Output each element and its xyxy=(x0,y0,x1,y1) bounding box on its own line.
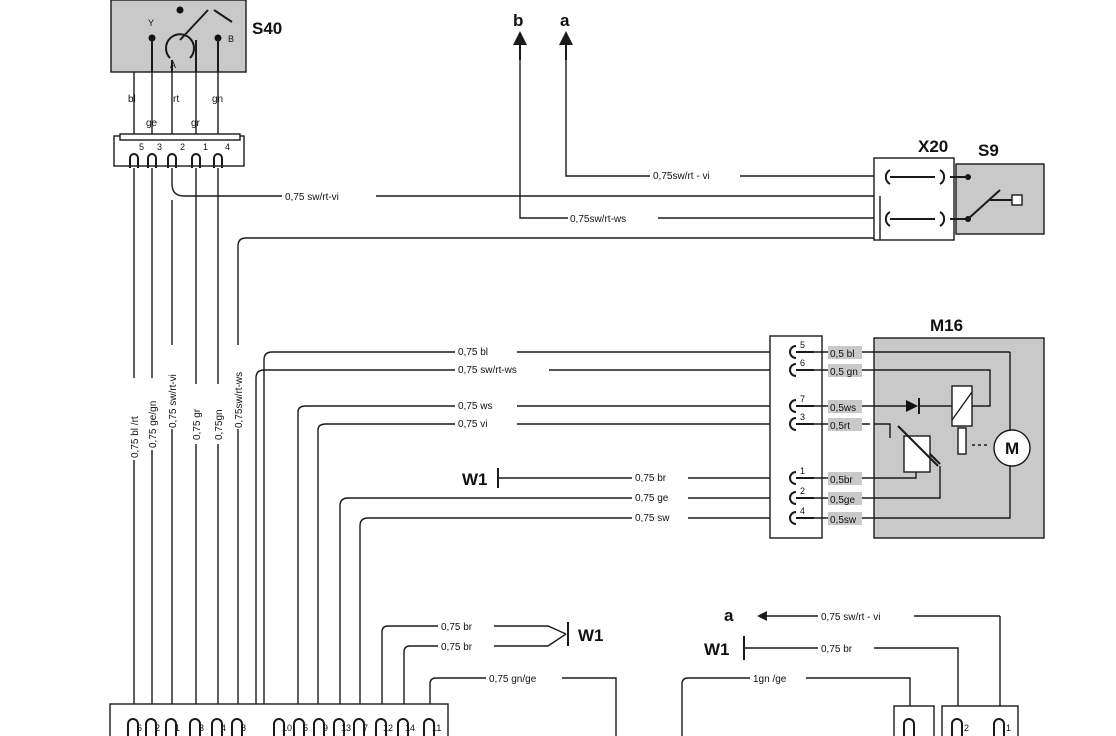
vlabel-gn: 0,75gn xyxy=(214,409,225,440)
vlabel-sw-rt-ws: 0,75sw/rt-ws xyxy=(234,372,245,428)
s40-terminal-b: B xyxy=(228,34,234,44)
label-bottom-br1: 0,75 br xyxy=(441,622,473,633)
bottom-pin-11: 11 xyxy=(432,723,441,733)
s9-label: S9 xyxy=(978,141,999,160)
vlabel-sw-rt-vi: 0,75 sw/rt-vi xyxy=(168,374,179,428)
vlabel-gr: 0,75 gr xyxy=(192,408,203,440)
bottom-pin-5: 5 xyxy=(303,723,308,733)
m16-pin-3: 3 xyxy=(800,412,805,422)
s40-label: S40 xyxy=(252,19,282,38)
m16-pin-5: 5 xyxy=(800,340,805,350)
s40-wire-gr: gr xyxy=(191,118,201,129)
top-connector-pin-2: 2 xyxy=(180,142,185,152)
s40-terminal-y: Y xyxy=(148,18,154,28)
ground-w1-mid-label: W1 xyxy=(462,470,488,489)
m16-connector: 5 6 7 3 1 2 4 xyxy=(769,335,823,539)
bottom-pin-12: 12 xyxy=(383,723,393,733)
m16-wire-ge: 0,5ge xyxy=(830,495,855,506)
x20-label: X20 xyxy=(918,137,948,156)
label-m-ws: 0,75 ws xyxy=(458,401,492,412)
label-bottom-br2: 0,75 br xyxy=(441,642,473,653)
bottom-pin-4: 4 xyxy=(221,723,226,733)
arrow-a-line xyxy=(559,31,880,177)
bottom-pin-10: 10 xyxy=(282,723,292,733)
label-right-br: 0,75 br xyxy=(821,644,853,655)
top-connector-pin-1: 1 xyxy=(203,142,208,152)
m16-wire-bl: 0,5 bl xyxy=(830,349,854,360)
label-bottom-gnge: 0,75 gn/ge xyxy=(489,674,537,685)
s40-wire-gn: gn xyxy=(212,94,223,105)
s40-wire-rt: rt xyxy=(173,94,179,105)
bottom-pin-14: 14 xyxy=(405,723,415,733)
m16-pin-4: 4 xyxy=(800,506,805,516)
vlabel-bl-rt: 0,75 bl /rt xyxy=(130,416,141,458)
top-connector-pin-5: 5 xyxy=(139,142,144,152)
connector-x20 xyxy=(873,157,955,241)
bottom-right-pin-1: 1 xyxy=(1006,723,1011,733)
label-right-gnge: 1gn /ge xyxy=(753,674,787,685)
label-top-conn-to-x20: 0,75 sw/rt-vi xyxy=(285,192,339,203)
m16-wire-ws: 0,5ws xyxy=(830,403,856,414)
vertical-harness xyxy=(133,168,880,710)
label-a-to-x20: 0,75sw/rt - vi xyxy=(653,171,710,182)
bottom-pin-6: 6 xyxy=(137,723,142,733)
arrow-b-label: b xyxy=(513,11,523,30)
bottom-pin-8: 8 xyxy=(241,723,246,733)
top-connector: 5 3 2 1 4 xyxy=(113,133,245,168)
motor-m16: M xyxy=(873,337,1045,539)
bottom-right-connector: 2 1 xyxy=(893,705,1019,736)
label-m-ge: 0,75 ge xyxy=(635,493,669,504)
m16-pin-1: 1 xyxy=(800,466,805,476)
m16-wire-sw: 0,5sw xyxy=(830,515,857,526)
ground-w1-right-label: W1 xyxy=(704,640,730,659)
arrow-b-line xyxy=(513,31,880,219)
label-m-br: 0,75 br xyxy=(635,473,667,484)
bottom-ground-wires xyxy=(381,622,617,736)
m16-wire-gn: 0,5 gn xyxy=(830,367,858,378)
bottom-right-pin-2: 2 xyxy=(964,723,969,733)
vlabel-ge-gn: 0,75 ge/gn xyxy=(148,401,159,448)
bottom-connector: 6 2 1 3 4 8 10 5 9 13 7 12 14 11 xyxy=(109,703,449,736)
s40-terminal-a: A xyxy=(170,60,176,70)
switch-s40: Y A B xyxy=(110,0,247,73)
m16-pin-6: 6 xyxy=(800,358,805,368)
bottom-pin-7: 7 xyxy=(363,723,368,733)
top-connector-pin-4: 4 xyxy=(225,142,230,152)
bottom-pin-1: 1 xyxy=(175,723,180,733)
label-m-vi: 0,75 vi xyxy=(458,419,487,430)
switch-s9 xyxy=(950,163,1045,235)
arrow-a-bottom-label: a xyxy=(724,606,734,625)
bottom-pin-13: 13 xyxy=(341,723,351,733)
m16-pin-7: 7 xyxy=(800,394,805,404)
bottom-pin-3: 3 xyxy=(199,723,204,733)
m16-label: M16 xyxy=(930,316,963,335)
s40-wire-bl: bl xyxy=(128,94,136,105)
motor-symbol: M xyxy=(1005,439,1019,458)
s40-wires: bl ge rt gr gn xyxy=(128,72,223,140)
m16-wire-rt: 0,5rt xyxy=(830,421,850,432)
top-connector-pin-3: 3 xyxy=(157,142,162,152)
m16-wire-br: 0,5br xyxy=(830,475,853,486)
m16-pin-2: 2 xyxy=(800,486,805,496)
bottom-pin-9: 9 xyxy=(323,723,328,733)
ground-w1-bottom-label: W1 xyxy=(578,626,604,645)
label-m-swrtws: 0,75 sw/rt-ws xyxy=(458,365,517,376)
arrow-a-label: a xyxy=(560,11,570,30)
label-right-swrtvi: 0,75 sw/rt - vi xyxy=(821,612,880,623)
label-b-to-x20: 0,75sw/rt-ws xyxy=(570,214,626,225)
label-m-bl: 0,75 bl xyxy=(458,347,488,358)
s40-wire-ge: ge xyxy=(146,118,158,129)
label-m-sw: 0,75 sw xyxy=(635,513,670,524)
bottom-pin-2: 2 xyxy=(155,723,160,733)
